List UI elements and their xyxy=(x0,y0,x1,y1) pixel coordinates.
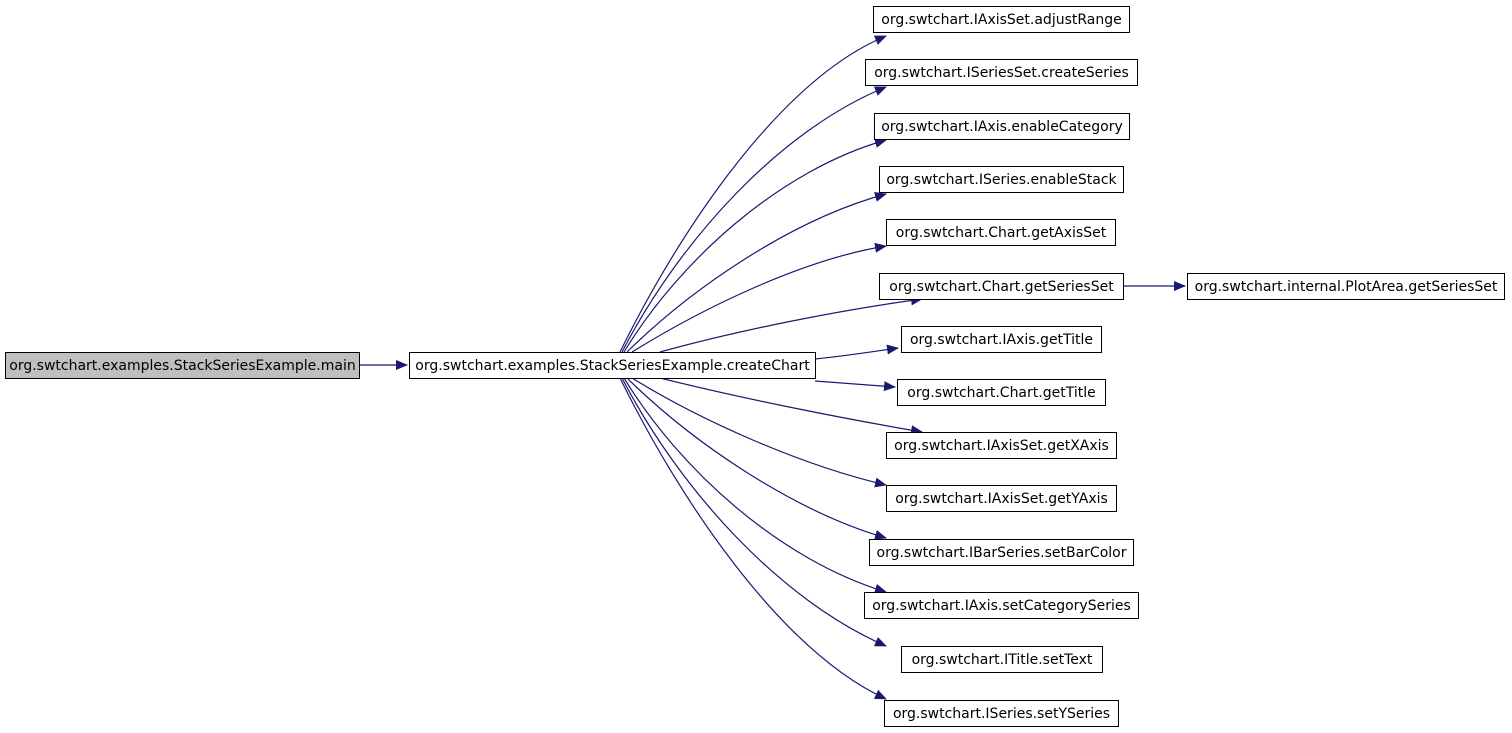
edge-createChart-to-callee-8-line xyxy=(659,377,923,436)
edge-createChart-to-callee-7 xyxy=(814,380,896,392)
node-callee-5[interactable]: org.swtchart.Chart.getSeriesSet xyxy=(879,273,1124,300)
node-callee-6-label: org.swtchart.IAxis.getTitle xyxy=(910,332,1093,348)
node-plotarea-getSeriesSet-label: org.swtchart.internal.PlotArea.getSeries… xyxy=(1195,279,1498,295)
edge-createChart-to-callee-2 xyxy=(623,138,887,353)
node-callee-3-label: org.swtchart.ISeries.enableStack xyxy=(886,172,1117,188)
node-callee-13[interactable]: org.swtchart.ISeries.setYSeries xyxy=(884,700,1119,727)
node-callee-6[interactable]: org.swtchart.IAxis.getTitle xyxy=(901,326,1102,353)
node-plotarea-getSeriesSet[interactable]: org.swtchart.internal.PlotArea.getSeries… xyxy=(1187,273,1505,300)
node-callee-0[interactable]: org.swtchart.IAxisSet.adjustRange xyxy=(873,6,1130,33)
node-callee-2-box xyxy=(874,113,1130,140)
node-callee-11[interactable]: org.swtchart.IAxis.setCategorySeries xyxy=(864,592,1139,619)
node-callee-1-label: org.swtchart.ISeriesSet.createSeries xyxy=(874,65,1129,81)
edge-createChart-to-callee-13-line xyxy=(619,377,887,700)
edge-createChart-to-callee-12-line xyxy=(621,377,887,647)
node-callee-10-box xyxy=(869,539,1134,566)
edge-createChart-to-callee-13 xyxy=(619,377,887,700)
node-main[interactable]: org.swtchart.examples.StackSeriesExample… xyxy=(5,352,360,379)
node-callee-10[interactable]: org.swtchart.IBarSeries.setBarColor xyxy=(869,539,1134,566)
node-callee-7[interactable]: org.swtchart.Chart.getTitle xyxy=(897,379,1106,406)
node-callee-12-label: org.swtchart.ITitle.setText xyxy=(912,652,1093,668)
node-callee-3-box xyxy=(879,166,1124,193)
edge-createChart-to-callee-11-line xyxy=(623,377,887,594)
edge-createChart-to-callee-8 xyxy=(659,377,923,436)
node-callee-12-box xyxy=(901,646,1103,673)
node-callee-7-label: org.swtchart.Chart.getTitle xyxy=(907,385,1095,401)
node-callee-2-label: org.swtchart.IAxis.enableCategory xyxy=(881,119,1123,135)
edge-createChart-to-callee-9-line xyxy=(631,377,887,488)
edge-createChart-to-callee-0-line xyxy=(619,35,887,353)
node-main-box xyxy=(5,352,360,379)
node-callee-1-box xyxy=(865,59,1138,86)
edge-createChart-to-callee-10 xyxy=(626,377,887,540)
edge-createChart-to-callee-10-line xyxy=(626,377,887,540)
edge-createChart-to-callee-2-line xyxy=(623,138,887,353)
node-createChart[interactable]: org.swtchart.examples.StackSeriesExample… xyxy=(409,352,816,379)
node-callee-9-label: org.swtchart.IAxisSet.getYAxis xyxy=(895,491,1108,507)
node-callee-13-box xyxy=(884,700,1119,727)
edge-createChart-to-callee-1 xyxy=(621,86,887,353)
node-callee-11-box xyxy=(864,592,1139,619)
edge-createChart-to-callee-12 xyxy=(621,377,887,647)
edge-createChart-to-callee-4-line xyxy=(631,242,887,353)
node-callee-4[interactable]: org.swtchart.Chart.getAxisSet xyxy=(886,219,1116,246)
edge-createChart-to-callee-3 xyxy=(626,192,887,353)
node-callee-6-box xyxy=(901,326,1102,353)
edge-createChart-to-callee-9 xyxy=(631,377,887,488)
node-createChart-label: org.swtchart.examples.StackSeriesExample… xyxy=(415,358,810,374)
node-callee-7-box xyxy=(897,379,1106,406)
node-callee-2[interactable]: org.swtchart.IAxis.enableCategory xyxy=(874,113,1130,140)
edge-createChart-to-callee-5 xyxy=(659,295,923,353)
node-createChart-box xyxy=(409,352,816,379)
edge-createChart-to-callee-11 xyxy=(623,377,887,594)
node-callee-11-label: org.swtchart.IAxis.setCategorySeries xyxy=(872,598,1131,614)
node-callee-5-box xyxy=(879,273,1124,300)
edge-createChart-to-callee-5-line xyxy=(659,295,923,353)
node-callee-5-label: org.swtchart.Chart.getSeriesSet xyxy=(889,279,1114,295)
node-callee-13-label: org.swtchart.ISeries.setYSeries xyxy=(893,706,1110,722)
node-callee-4-box xyxy=(886,219,1116,246)
node-callee-8-box xyxy=(886,432,1117,459)
edge-createChart-to-callee-1-line xyxy=(621,86,887,353)
node-callee-9[interactable]: org.swtchart.IAxisSet.getYAxis xyxy=(886,485,1117,512)
node-callee-4-label: org.swtchart.Chart.getAxisSet xyxy=(896,225,1107,241)
edge-createChart-to-callee-7-line xyxy=(814,380,896,392)
node-callee-9-box xyxy=(886,485,1117,512)
edges-layer xyxy=(359,35,1186,700)
node-callee-1[interactable]: org.swtchart.ISeriesSet.createSeries xyxy=(865,59,1138,86)
node-plotarea-getSeriesSet-box xyxy=(1187,273,1505,300)
edge-createChart-to-callee-6 xyxy=(814,344,899,360)
nodes-layer: org.swtchart.examples.StackSeriesExample… xyxy=(5,6,1505,727)
node-main-label: org.swtchart.examples.StackSeriesExample… xyxy=(9,358,355,374)
edge-createChart-to-callee-3-line xyxy=(626,192,887,353)
node-callee-8-label: org.swtchart.IAxisSet.getXAxis xyxy=(894,438,1109,454)
node-callee-10-label: org.swtchart.IBarSeries.setBarColor xyxy=(877,545,1127,561)
node-callee-8[interactable]: org.swtchart.IAxisSet.getXAxis xyxy=(886,432,1117,459)
node-callee-12[interactable]: org.swtchart.ITitle.setText xyxy=(901,646,1103,673)
node-callee-0-box xyxy=(873,6,1130,33)
edge-createChart-to-callee-6-line xyxy=(814,344,899,360)
edge-createChart-to-callee-4 xyxy=(631,242,887,353)
node-callee-0-label: org.swtchart.IAxisSet.adjustRange xyxy=(881,12,1122,28)
edge-createChart-to-callee-0 xyxy=(619,35,887,353)
node-callee-3[interactable]: org.swtchart.ISeries.enableStack xyxy=(879,166,1124,193)
